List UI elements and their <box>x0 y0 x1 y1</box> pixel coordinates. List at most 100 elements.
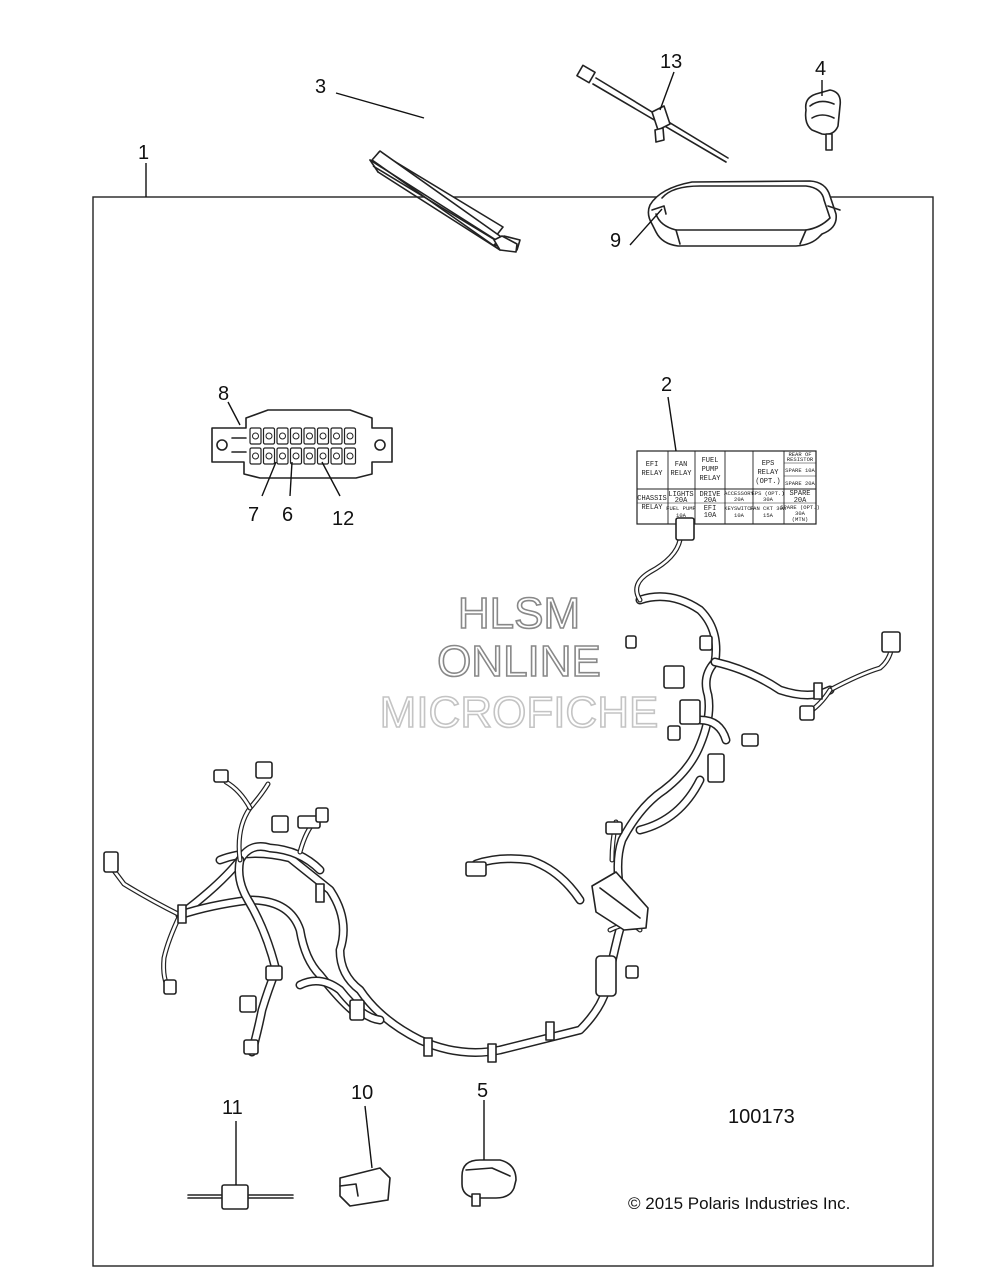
part-9-fuse-box-cover <box>647 180 841 247</box>
fuse-slot-terminal <box>292 452 300 460</box>
label-fuel-pump-10a-1: FUEL PUMP <box>666 505 696 512</box>
part-3-cable-tie <box>369 150 521 253</box>
fuse-slots <box>249 427 357 465</box>
label-lights-1: LIGHTS <box>668 491 693 499</box>
fuse-slot <box>343 447 357 465</box>
fuse-slot <box>289 427 303 445</box>
fuse-slot-terminal <box>252 432 259 440</box>
fuse-slot-terminal <box>346 452 354 460</box>
callout-1: 1 <box>138 142 149 164</box>
fuse-slot <box>330 447 343 465</box>
fuse-slot <box>316 447 330 465</box>
figure-number: 100173 <box>728 1106 795 1128</box>
label-spare-opt-2: 30A <box>795 510 806 517</box>
callout-5: 5 <box>477 1080 488 1102</box>
label-keyswitch-1: KEYSWITCH <box>724 505 754 512</box>
callout-10: 10 <box>351 1082 373 1104</box>
fuse-slot <box>262 427 276 445</box>
callout-8: 8 <box>218 383 229 405</box>
fuse-slot-terminal <box>292 432 300 440</box>
fuse-slot-terminal <box>265 452 273 460</box>
callout-3: 3 <box>315 76 326 98</box>
label-keyswitch-2: 10A <box>734 512 745 519</box>
fuse-slot <box>276 427 289 445</box>
label-efi-relay-2: RELAY <box>641 470 663 478</box>
label-fan-relay-1: FAN <box>675 461 688 469</box>
label-lights-2: 20A <box>675 497 688 505</box>
label-eps-relay-1: EPS <box>762 460 775 468</box>
label-accessory-2: 20A <box>734 496 745 503</box>
label-fuel-pump-relay-1: FUEL <box>702 457 719 465</box>
part-4-clip <box>804 89 842 151</box>
label-efi-10a-1: EFI <box>704 505 717 513</box>
label-spare-20a: SPARE 20A <box>785 480 815 487</box>
callout-12: 12 <box>332 508 354 530</box>
fuse-slot <box>316 427 330 445</box>
fuse-slot-terminal <box>346 432 354 440</box>
watermark-line-2: ONLINE <box>437 637 601 686</box>
label-fan-ckt-2: 15A <box>763 512 774 519</box>
label-fan-ckt-1: FAN CKT 30A <box>750 505 787 512</box>
part-11-terminal <box>187 1184 294 1210</box>
fuse-slot-terminal <box>319 452 327 460</box>
fuse-slot-terminal <box>279 432 286 440</box>
label-rear-of-2: RESISTOR <box>787 456 814 463</box>
fuse-slot-terminal <box>279 452 286 460</box>
fuse-slot <box>303 447 316 465</box>
label-drive-1: DRIVE <box>699 491 720 499</box>
callout-11: 11 <box>222 1097 243 1119</box>
label-accessory-1: ACCESSORY <box>724 490 754 497</box>
watermark-line-3: MICROFICHE <box>380 688 659 737</box>
fuse-slot-terminal <box>306 452 313 460</box>
leader-lines <box>145 71 823 1185</box>
label-spare-10a: SPARE 10A <box>785 467 815 474</box>
part-5-connector <box>461 1159 517 1207</box>
fuse-box-assembly <box>211 409 393 479</box>
callout-9: 9 <box>610 230 621 252</box>
fuse-slot-terminal <box>319 432 327 440</box>
part-10-terminal-lock <box>339 1167 391 1207</box>
fuse-slot <box>276 447 289 465</box>
label-eps-opt-1: EPS (OPT.) <box>751 490 784 497</box>
label-spare-opt-1: SPARE (OPT.) <box>780 504 820 511</box>
label-eps-opt-2: 30A <box>763 496 774 503</box>
callout-7: 7 <box>248 504 259 526</box>
watermark: HLSM ONLINE MICROFICHE <box>379 588 659 738</box>
label-fuel-pump-10a-2: 10A <box>676 512 687 519</box>
label-chassis-relay-2: RELAY <box>641 504 663 512</box>
label-fuel-pump-relay-2: PUMP <box>702 466 719 474</box>
part-13-push-mount-tie <box>576 64 729 163</box>
fuse-slot-terminal <box>333 452 340 460</box>
label-spare-20a-b-1: SPARE <box>789 490 810 498</box>
label-eps-relay-2: RELAY <box>757 469 779 477</box>
callout-13: 13 <box>660 51 682 73</box>
label-drive-2: 20A <box>704 497 717 505</box>
fuse-slot <box>249 447 262 465</box>
fuse-slot <box>330 427 343 445</box>
fuse-slot-terminal <box>306 432 313 440</box>
label-rear-of-1: REAR OF <box>788 451 811 458</box>
label-eps-relay-3: (OPT.) <box>755 478 780 486</box>
fuse-slot <box>343 427 357 445</box>
label-fan-relay-2: RELAY <box>670 470 692 478</box>
label-efi-relay-1: EFI <box>646 461 659 469</box>
label-spare-20a-b-2: 20A <box>794 497 807 505</box>
fuse-slot <box>249 427 262 445</box>
fuse-slot-terminal <box>333 432 340 440</box>
kit-boundary-box <box>92 196 934 1267</box>
label-efi-10a-2: 10A <box>704 512 717 520</box>
part-1-wire-harness <box>103 517 901 1063</box>
callout-2: 2 <box>661 374 672 396</box>
part-2-fuse-label: EFI RELAY FAN RELAY FUEL PUMP RELAY EPS … <box>636 450 820 525</box>
watermark-line-1: HLSM <box>458 589 580 638</box>
callout-4: 4 <box>815 58 826 80</box>
fuse-slot-terminal <box>265 432 273 440</box>
callouts: 1 2 3 4 5 6 7 8 9 10 11 12 13 <box>138 51 826 1119</box>
label-chassis-relay-1: CHASSIS <box>637 495 666 503</box>
copyright-notice: © 2015 Polaris Industries Inc. <box>628 1194 851 1213</box>
fuse-slot-terminal <box>252 452 259 460</box>
fuse-slot <box>262 447 276 465</box>
label-spare-opt-3: (MTN) <box>792 516 809 523</box>
label-fuel-pump-relay-3: RELAY <box>699 475 721 483</box>
